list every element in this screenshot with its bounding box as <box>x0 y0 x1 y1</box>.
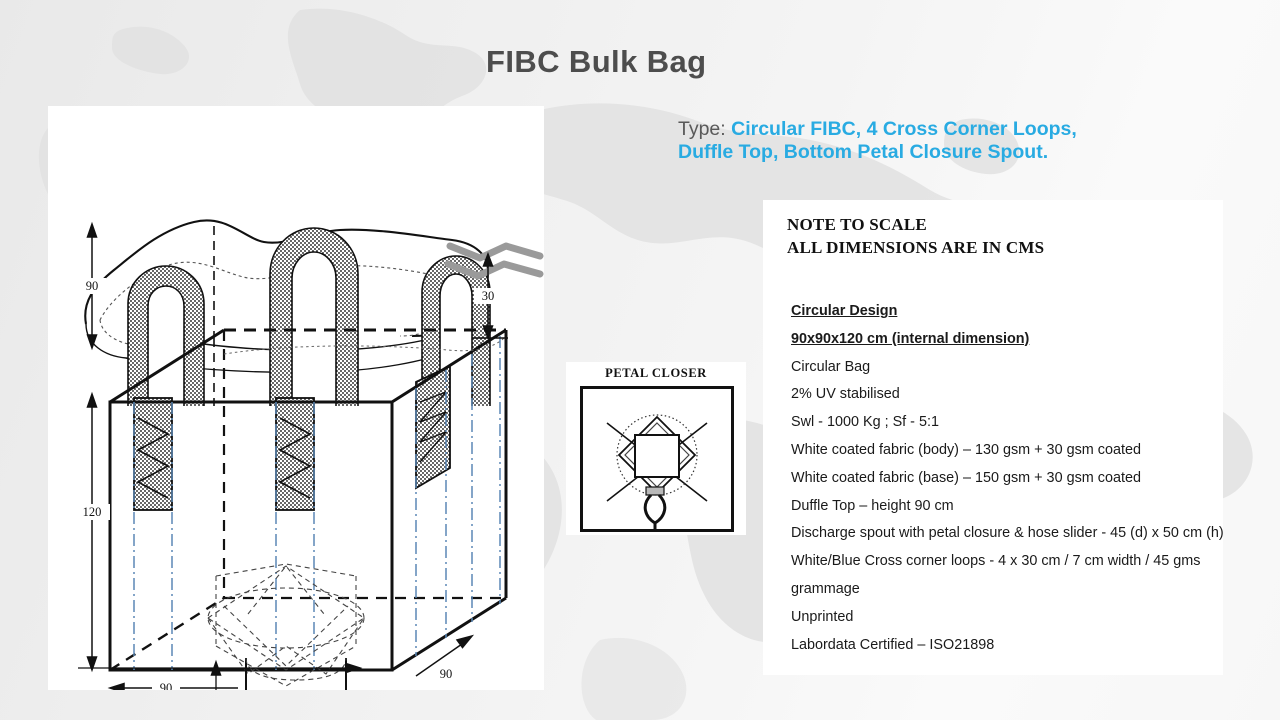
type-value-line2: Duffle Top, Bottom Petal Closure Spout. <box>678 141 1049 163</box>
spec-item: Labordata Certified – ISO21898 <box>791 636 995 653</box>
spec-item: Duffle Top – height 90 cm <box>791 497 954 514</box>
spec-item: White coated fabric (body) – 130 gsm + 3… <box>791 441 1141 458</box>
page-title: FIBC Bulk Bag <box>486 44 707 79</box>
svg-text:90: 90 <box>160 681 173 690</box>
specs-heading: NOTE TO SCALE ALL DIMENSIONS ARE IN CMS <box>787 214 1044 260</box>
technical-drawing-panel: 90 120 30 90 <box>48 106 544 690</box>
type-description: Type: Circular FIBC, 4 Cross Corner Loop… <box>678 118 1238 164</box>
spec-item: White coated fabric (base) – 150 gsm + 3… <box>791 469 1141 486</box>
spec-item: White/Blue Cross corner loops - 4 x 30 c… <box>791 553 1201 597</box>
petal-closer-title: PETAL CLOSER <box>605 366 707 380</box>
spec-item: 90x90x120 cm (internal dimension) <box>791 330 1030 347</box>
spec-item: 2% UV stabilised <box>791 386 900 403</box>
spec-item: Unprinted <box>791 608 854 625</box>
specs-list: Circular Design 90x90x120 cm (internal d… <box>791 298 1224 659</box>
specifications-panel: NOTE TO SCALE ALL DIMENSIONS ARE IN CMS … <box>763 200 1224 675</box>
specs-heading-line1: NOTE TO SCALE <box>787 215 927 234</box>
petal-closer-diagram <box>580 386 734 532</box>
specs-heading-line2: ALL DIMENSIONS ARE IN CMS <box>787 237 1045 257</box>
spec-item: Swl - 1000 Kg ; Sf - 5:1 <box>791 414 939 431</box>
spec-item: Circular Design <box>791 303 898 319</box>
svg-text:90: 90 <box>440 667 453 681</box>
type-label: Type: <box>678 118 726 140</box>
spec-item: Discharge spout with petal closure & hos… <box>791 525 1224 542</box>
svg-text:30: 30 <box>482 289 495 303</box>
svg-text:90: 90 <box>86 279 99 293</box>
type-value-line1: Circular FIBC, 4 Cross Corner Loops, <box>731 118 1077 140</box>
svg-text:120: 120 <box>83 505 102 519</box>
spec-item: Circular Bag <box>791 358 871 375</box>
petal-closer-inset: PETAL CLOSER <box>566 362 746 535</box>
